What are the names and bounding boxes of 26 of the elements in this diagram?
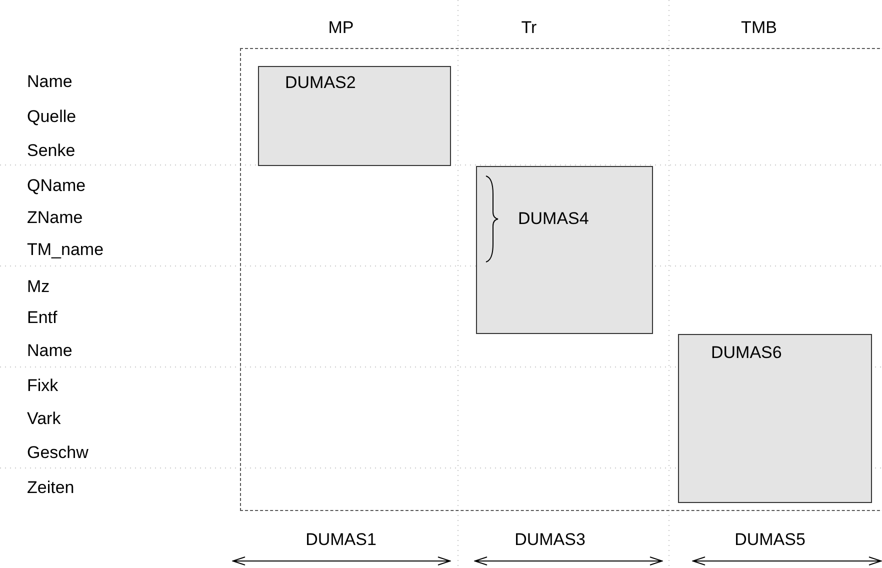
- row-label: Fixk: [27, 376, 58, 396]
- block-label: DUMAS4: [518, 209, 589, 229]
- row-label: Mz: [27, 277, 50, 297]
- block-label: DUMAS6: [711, 343, 782, 363]
- column-heading: MP: [328, 18, 354, 38]
- row-label: Name: [27, 341, 72, 361]
- column-heading: Tr: [521, 18, 537, 38]
- dashed-frame: [240, 48, 882, 511]
- row-label: ZName: [27, 208, 83, 228]
- row-label: Name: [27, 72, 72, 92]
- row-label: Quelle: [27, 107, 76, 127]
- row-label: Geschw: [27, 443, 88, 463]
- dimension-label: DUMAS1: [306, 530, 376, 550]
- column-heading: TMB: [741, 18, 777, 38]
- row-label: QName: [27, 176, 86, 196]
- block-box: [258, 66, 451, 166]
- row-label: Entf: [27, 308, 58, 328]
- row-label: Vark: [27, 409, 61, 429]
- dimension-label: DUMAS3: [514, 530, 586, 550]
- row-label: Senke: [27, 141, 76, 161]
- block-label: DUMAS2: [285, 73, 356, 93]
- dimension-label: DUMAS5: [734, 530, 806, 550]
- block-box: [476, 166, 653, 334]
- block-box: [678, 334, 872, 503]
- row-label: TM_name: [27, 240, 104, 260]
- row-label: Zeiten: [27, 478, 74, 498]
